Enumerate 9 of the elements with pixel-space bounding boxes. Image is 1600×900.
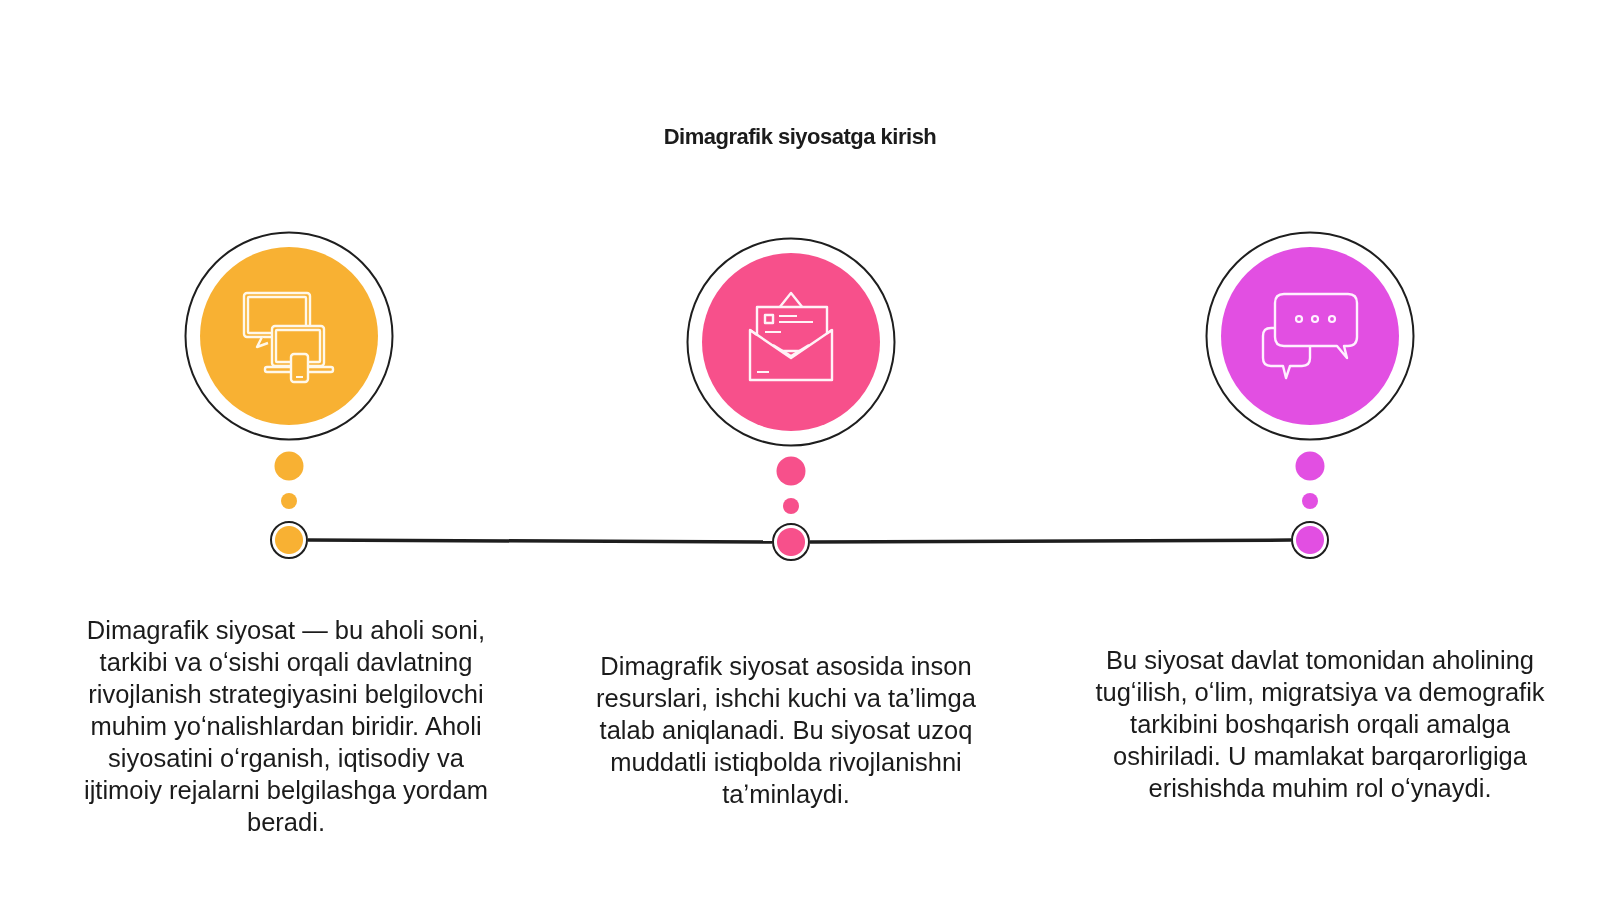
timeline-line <box>810 538 1291 544</box>
timeline-line <box>308 538 772 544</box>
timeline-dot <box>270 521 308 559</box>
description-text: Dimagrafik siyosat asosida inson resurslari, ishchi kuchi va taʼlimga talab aniqlanadi. Bu siyosat uzoq muddatli istiqbolda rivojlanishni taʼminlaydi. <box>595 651 977 810</box>
timeline-dot <box>1291 521 1329 559</box>
description-text: Dimagrafik siyosat — bu aholi soni, tarkibi va oʻsishi orqali davlatning rivojlanish strategiyasini belgilovchi muhim yoʻnalishlardan biridir. Aholi siyosatini oʻrganish, iqtisodiy va ijtimoiy rejalarni belgilashga yordam beradi. <box>83 615 489 838</box>
description-text: Bu siyosat davlat tomonidan aholining tugʻilish, oʻlim, migratsiya va demografik tarkibini boshqarish orqali amalga oshiriladi. U mamlakat barqarorligiga erishishda muhim rol oʻynaydi. <box>1094 645 1546 804</box>
title: Dimagrafik siyosatga kirish <box>663 123 937 151</box>
timeline-dot <box>772 523 810 561</box>
